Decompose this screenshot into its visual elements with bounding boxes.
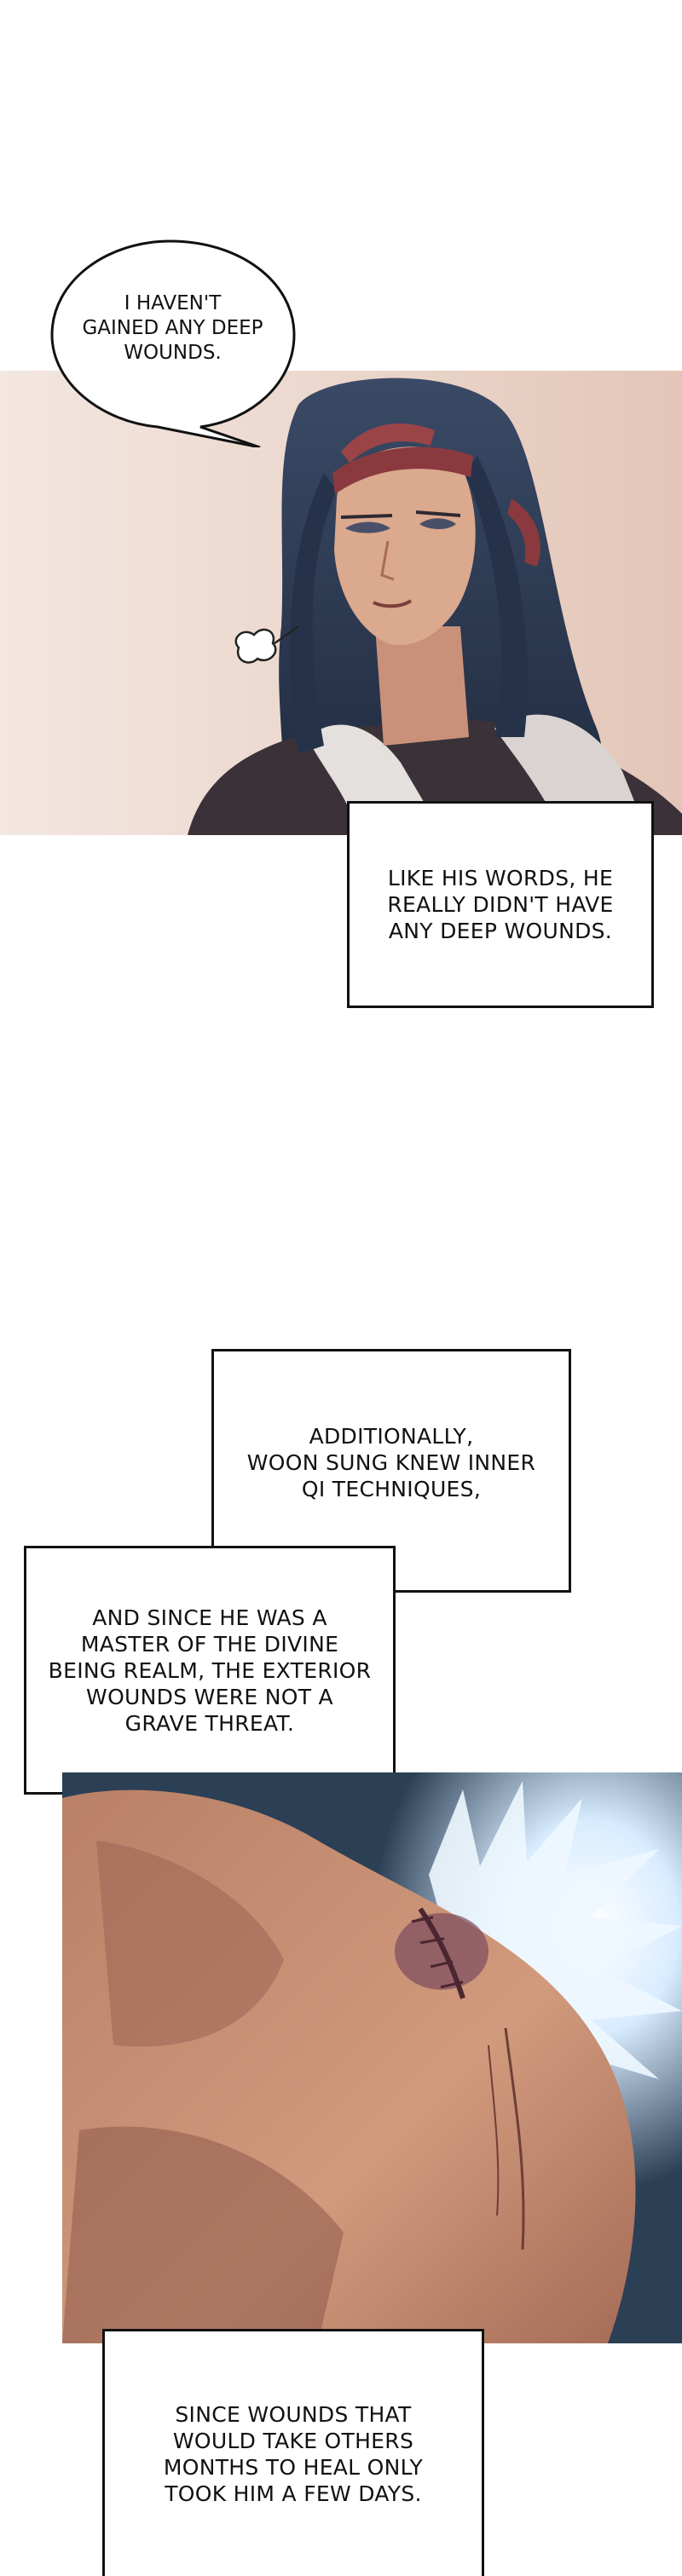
muscle-shadow: [96, 1841, 284, 2047]
right-eye: [419, 518, 456, 529]
caption-box-heal-days: SINCE WOUNDS THAT WOULD TAKE OTHERS MONT…: [102, 2329, 484, 2576]
speech-bubble: [50, 239, 296, 447]
muscle-line-2: [488, 2044, 500, 2216]
panel-character-scene: [0, 371, 682, 835]
headband-tail: [507, 498, 540, 567]
stitches: [411, 1916, 464, 1989]
nose: [380, 540, 395, 581]
left-eye: [345, 522, 390, 533]
left-brow: [340, 514, 393, 519]
character-illustration: [0, 371, 682, 835]
wound-icon: [418, 1907, 465, 1999]
caption-box-divine-realm: AND SINCE HE WAS A MASTER OF THE DIVINE …: [24, 1546, 396, 1795]
caption-box-deep-wounds: LIKE HIS WORDS, HE REALLY DIDN'T HAVE AN…: [347, 801, 654, 1008]
hair-strand-left: [290, 473, 337, 754]
lower-shadow: [62, 2126, 344, 2343]
speech-bubble-text: I HAVEN'T GAINED ANY DEEP WOUNDS.: [82, 292, 263, 364]
sigh-line: [274, 625, 299, 645]
neck: [375, 626, 469, 746]
headband: [332, 447, 473, 494]
hair-strand-right: [465, 456, 528, 737]
muscle-line: [504, 2027, 525, 2250]
right-brow: [415, 510, 461, 517]
headband-top: [341, 424, 435, 463]
panel-shoulder-wound: [62, 1772, 682, 2343]
shoulder-illustration: [62, 1772, 682, 2343]
sigh-puff-icon: [234, 628, 277, 664]
mouth: [373, 599, 413, 608]
bruise: [395, 1913, 488, 1990]
face: [334, 447, 476, 645]
